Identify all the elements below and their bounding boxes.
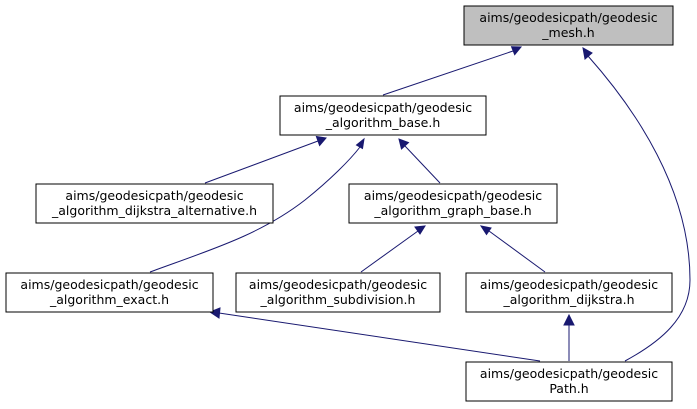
node-graph-base-line2: _algorithm_graph_base.h [373,203,531,218]
node-path[interactable]: aims/geodesicpath/geodesic Path.h [465,361,673,402]
node-geodesic-mesh-line2: _mesh.h [541,25,594,40]
node-path-line2: Path.h [549,381,588,396]
node-algorithm-base[interactable]: aims/geodesicpath/geodesic _algorithm_ba… [279,95,487,136]
node-geodesic-mesh[interactable]: aims/geodesicpath/geodesic _mesh.h [463,5,674,46]
node-subdivision-line2: _algorithm_subdivision.h [260,292,416,307]
node-geodesic-mesh-line1: aims/geodesicpath/geodesic [479,10,657,25]
node-exact[interactable]: aims/geodesicpath/geodesic _algorithm_ex… [5,272,214,313]
arrowhead-geodesic-mesh-from-path [582,47,593,60]
node-dijkstra-alternative-line2: _algorithm_dijkstra_alternative.h [51,203,257,218]
node-algorithm-base-line2: _algorithm_base.h [325,115,441,130]
edge-path-to-geodesic-mesh [587,55,691,362]
node-exact-line2: _algorithm_exact.h [49,292,169,307]
edges [149,46,691,362]
edge-dijkstra-to-graph-base [488,230,546,273]
node-subdivision-line1: aims/geodesicpath/geodesic [249,277,427,292]
edge-subdivision-to-graph-base [360,230,419,273]
node-dijkstra-line1: aims/geodesicpath/geodesic [480,277,658,292]
node-dijkstra-alternative-line1: aims/geodesicpath/geodesic [65,188,243,203]
arrowhead-algorithm-base-from-dijkstra-alternative [315,135,327,147]
arrowhead-graph-base-from-dijkstra [479,225,492,236]
edge-algorithm-base-to-geodesic-mesh [382,50,514,96]
arrowhead-dijkstra-from-path [563,313,575,326]
node-dijkstra[interactable]: aims/geodesicpath/geodesic _algorithm_di… [465,272,673,313]
node-subdivision[interactable]: aims/geodesicpath/geodesic _algorithm_su… [235,272,441,313]
node-dijkstra-alternative[interactable]: aims/geodesicpath/geodesic _algorithm_di… [35,183,274,224]
node-exact-line1: aims/geodesicpath/geodesic [20,277,198,292]
edge-dijkstra-alternative-to-algorithm-base [204,140,319,184]
arrowhead-geodesic-mesh-from-algorithm-base [510,46,523,56]
arrowhead-algorithm-base-from-exact [355,137,365,150]
arrowhead-exact-from-path [208,307,221,319]
node-graph-base[interactable]: aims/geodesicpath/geodesic _algorithm_gr… [348,183,558,224]
node-dijkstra-line2: _algorithm_dijkstra.h [502,292,634,307]
node-path-line1: aims/geodesicpath/geodesic [480,366,658,381]
edge-exact-to-algorithm-base [149,146,361,273]
edge-path-to-exact [218,312,541,362]
arrowhead-graph-base-from-subdivision [414,225,426,235]
node-graph-base-line1: aims/geodesicpath/geodesic [364,188,542,203]
edge-graph-base-to-algorithm-base [404,145,441,184]
arrowhead-algorithm-base-from-graph-base [398,138,410,150]
node-algorithm-base-line1: aims/geodesicpath/geodesic [294,100,472,115]
